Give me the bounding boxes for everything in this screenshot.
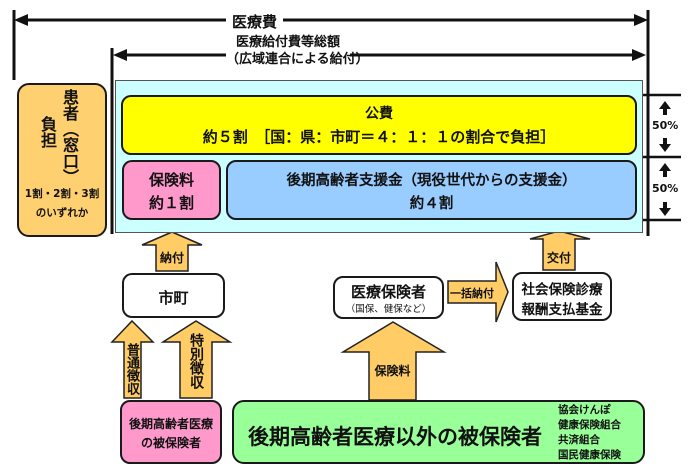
- total-span-left-arrowhead: [14, 14, 28, 26]
- payment-fund-line1: 社会保険診療: [521, 282, 603, 298]
- benefit-total-line2: （広域連合による給付）: [226, 52, 369, 67]
- patient-copay-box: 患者（窓口） 負担 1割・2割・3割 のいずれか: [17, 83, 107, 237]
- benefit-span-left-arrowhead: [113, 49, 127, 61]
- public-funds-box: 公費 約５割 ［国：県：市町＝４：１：１の割合で負担］: [121, 95, 637, 155]
- payment-fund-box: 社会保険診療 報酬支払基金: [512, 272, 612, 321]
- share-bottom-up-arrow-icon: [659, 163, 671, 177]
- insurer-type-item: 共済組合: [558, 434, 600, 446]
- payment-arrow-label: 納付: [159, 251, 184, 265]
- medical-insurer-subtitle: （国保、健保など）: [345, 304, 432, 315]
- elderly-support-title: 後期高齢者支援金（現役世代からの支援金）: [286, 173, 577, 189]
- elderly-insured-box: 後期高齢者医療 の被保険者: [120, 400, 222, 464]
- share-bottom-label: 50%: [652, 182, 679, 195]
- benefit-total-label: 医療給付費等総額 （広域連合による給付）: [226, 34, 369, 68]
- other-insured-label: 後期高齢者医療以外の被保険者: [248, 425, 542, 449]
- municipality-label: 市町: [158, 289, 189, 307]
- patient-copay-ratio-suffix: のいずれか: [35, 207, 89, 219]
- benefit-total-line1: 医療給付費等総額: [235, 35, 340, 50]
- premium-share-box: 保険料 約１割: [122, 160, 221, 220]
- share-top-label: 50%: [652, 119, 679, 132]
- patient-copay-title: 患者（窓口）: [60, 89, 79, 185]
- share-bottom-down-arrow-icon: [659, 202, 671, 216]
- lump-sum-payment-arrow: [447, 261, 509, 323]
- premium-share-ratio: 約１割: [148, 194, 194, 212]
- grant-arrow: [529, 230, 591, 271]
- elderly-insured-line2: の被保険者: [140, 436, 201, 450]
- insurer-type-item: 国民健康保険: [558, 449, 621, 461]
- payment-arrow: [141, 231, 203, 272]
- other-insured-box: 後期高齢者医療以外の被保険者 協会けんぽ 健康保険組合 共済組合 国民健康保険: [232, 400, 645, 464]
- insurer-type-list: 協会けんぽ 健康保険組合 共済組合 国民健康保険: [558, 403, 621, 463]
- ordinary-collection-arrow: [110, 319, 155, 399]
- premium-arrow-label: 保険料: [374, 364, 411, 378]
- grant-arrow-label: 交付: [546, 251, 571, 265]
- special-collection-arrow: [160, 320, 233, 399]
- medical-insurer-box: 医療保険者 （国保、健保など）: [333, 276, 444, 319]
- premium-arrow: [340, 321, 447, 401]
- premium-share-title: 保険料: [148, 171, 194, 189]
- public-funds-detail: 約５割 ［国：県：市町＝４：１：１の割合で負担］: [202, 128, 556, 146]
- insurer-type-item: 健康保険組合: [558, 419, 621, 431]
- patient-copay-ratio: 1割・2割・3割: [24, 188, 100, 200]
- ordinary-collection-label: 普通徴収: [124, 343, 139, 395]
- insurer-type-item: 協会けんぽ: [558, 404, 611, 416]
- special-collection-label: 特別徴収: [188, 333, 204, 389]
- total-medical-cost-label: 医療費: [226, 11, 284, 32]
- payment-fund-line2: 報酬支払基金: [521, 302, 603, 318]
- medical-insurer-title: 医療保険者: [350, 283, 426, 301]
- patient-copay-burden: 負担: [38, 116, 57, 148]
- share-top-down-arrow-icon: [659, 138, 671, 152]
- elderly-support-ratio: 約４割: [409, 196, 454, 212]
- lump-sum-payment-label: 一括納付: [450, 287, 494, 300]
- benefit-span-right-arrowhead: [632, 49, 646, 61]
- total-span-right-arrowhead: [634, 14, 648, 26]
- share-top-up-arrow-icon: [659, 101, 671, 115]
- public-funds-title: 公費: [365, 106, 393, 122]
- elderly-support-box: 後期高齢者支援金（現役世代からの支援金） 約４割: [226, 160, 637, 220]
- municipality-box: 市町: [122, 273, 225, 318]
- elderly-insured-line1: 後期高齢者医療: [128, 417, 213, 431]
